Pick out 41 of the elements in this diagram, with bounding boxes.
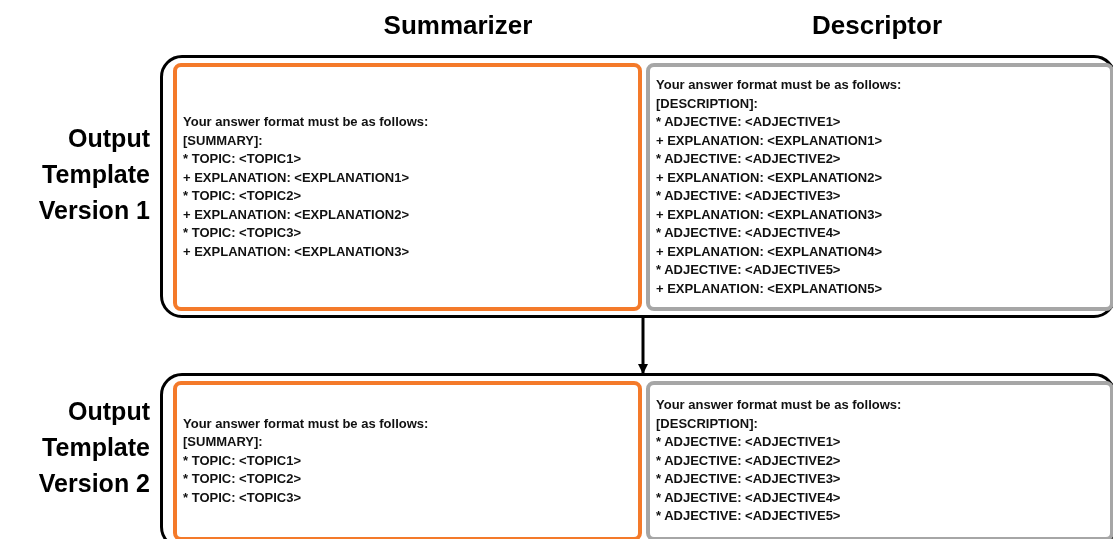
arrow	[638, 318, 648, 374]
template-line: + EXPLANATION: <EXPLANATION1>	[183, 168, 410, 187]
template-line: + EXPLANATION: <EXPLANATION3>	[183, 242, 410, 261]
template-line: * ADJECTIVE: <ADJECTIVE1>	[656, 113, 842, 131]
template-line: + EXPLANATION: <EXPLANATION5>	[656, 279, 883, 298]
template-box	[646, 381, 1113, 539]
template-line: [DESCRIPTION]:	[656, 414, 759, 433]
column-heading: Descriptor	[810, 10, 943, 41]
template-line: * ADJECTIVE: <ADJECTIVE4>	[656, 224, 842, 242]
column-heading: Summarizer	[382, 10, 534, 41]
template-line: * TOPIC: <TOPIC3>	[183, 224, 302, 242]
template-box	[173, 63, 642, 311]
template-line: [SUMMARY]:	[183, 433, 264, 452]
template-line: * TOPIC: <TOPIC2>	[183, 187, 302, 205]
template-line: * TOPIC: <TOPIC3>	[183, 488, 302, 507]
row-heading: Output Template Version 2	[37, 396, 150, 499]
template-line: [SUMMARY]:	[183, 131, 264, 150]
template-line: * ADJECTIVE: <ADJECTIVE3>	[656, 470, 842, 489]
template-line: Your answer format must be as follows:	[183, 414, 430, 433]
template-line: + EXPLANATION: <EXPLANATION1>	[656, 131, 883, 150]
template-line: * TOPIC: <TOPIC1>	[183, 451, 302, 470]
template-line: [DESCRIPTION]:	[656, 94, 759, 113]
template-line: * ADJECTIVE: <ADJECTIVE1>	[656, 433, 842, 452]
template-line: * TOPIC: <TOPIC2>	[183, 470, 302, 489]
template-line: * TOPIC: <TOPIC1>	[183, 150, 302, 168]
template-line: + EXPLANATION: <EXPLANATION4>	[656, 242, 883, 261]
template-line: Your answer format must be as follows:	[183, 113, 430, 131]
template-box	[646, 63, 1113, 311]
template-line: * ADJECTIVE: <ADJECTIVE5>	[656, 261, 842, 279]
template-line: + EXPLANATION: <EXPLANATION2>	[656, 168, 883, 187]
template-line: * ADJECTIVE: <ADJECTIVE2>	[656, 451, 842, 470]
template-line: + EXPLANATION: <EXPLANATION3>	[656, 205, 883, 224]
template-line: * ADJECTIVE: <ADJECTIVE3>	[656, 187, 842, 205]
template-line: * ADJECTIVE: <ADJECTIVE2>	[656, 150, 842, 168]
template-line: + EXPLANATION: <EXPLANATION2>	[183, 205, 410, 224]
template-box	[173, 381, 642, 539]
row-heading: Output Template Version 1	[37, 123, 150, 226]
template-line: * ADJECTIVE: <ADJECTIVE5>	[656, 507, 842, 526]
template-line: Your answer format must be as follows:	[656, 396, 903, 415]
template-line: * ADJECTIVE: <ADJECTIVE4>	[656, 488, 842, 507]
template-line: Your answer format must be as follows:	[656, 76, 903, 94]
